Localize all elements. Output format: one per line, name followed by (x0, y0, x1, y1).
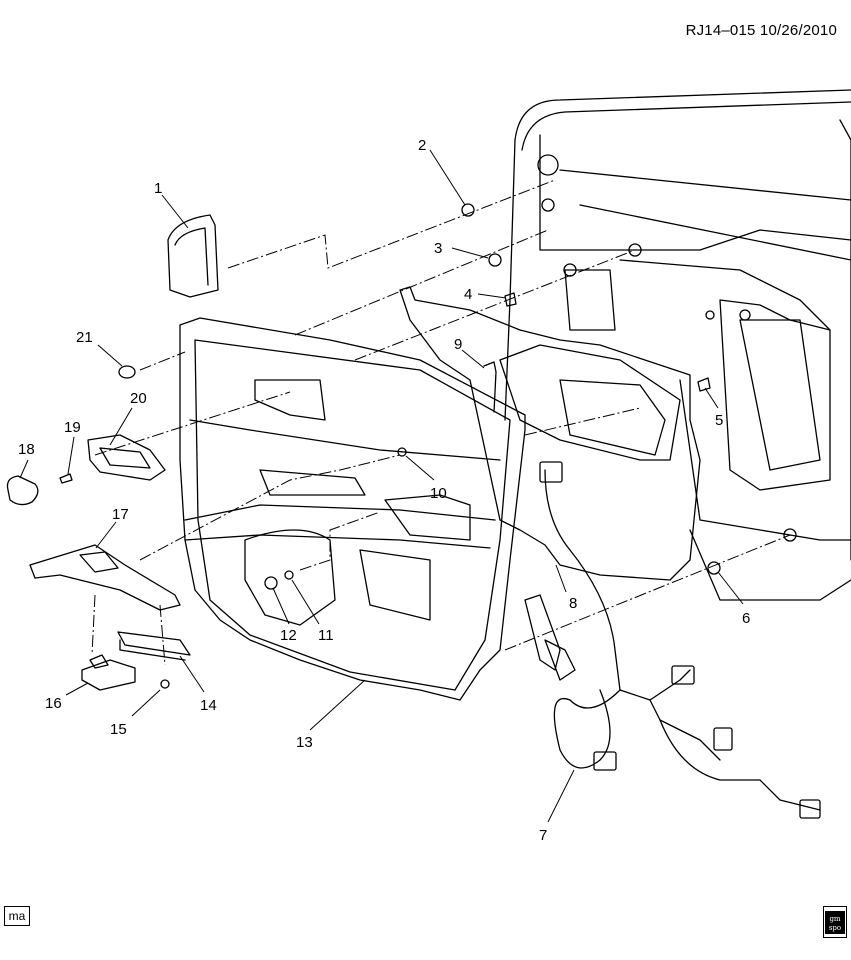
callout-14: 14 (200, 697, 217, 714)
callout-4: 4 (464, 286, 472, 303)
callout-5: 5 (715, 412, 723, 429)
ma-label: ma (4, 906, 30, 926)
callout-2: 2 (418, 137, 426, 154)
part-3-fastener (488, 253, 502, 267)
part-9-pin (483, 361, 497, 413)
callout-labels: 1 2 3 4 5 6 7 8 9 10 11 12 13 14 15 16 1… (18, 137, 750, 844)
part-12-plug (264, 576, 278, 590)
part-6-fastener (707, 561, 721, 575)
callout-6: 6 (742, 610, 750, 627)
part-18-cover (6, 475, 39, 506)
part-11-screw (284, 570, 294, 580)
callout-leader-lines (19, 149, 744, 823)
part-2-fastener (461, 203, 475, 217)
part-1-trim-cover (167, 214, 219, 298)
door-trim-panel (179, 317, 526, 701)
callout-12: 12 (280, 627, 297, 644)
part-5-clip (697, 377, 711, 392)
callout-3: 3 (434, 240, 442, 257)
part-17-switch-bezel (29, 544, 181, 611)
diagram-reference: RJ14–015 10/26/2010 (685, 22, 837, 39)
callout-8: 8 (569, 595, 577, 612)
part-10-screw (397, 447, 407, 457)
callout-21: 21 (76, 329, 93, 346)
door-frame (504, 89, 851, 601)
wiring-harness (524, 461, 821, 819)
water-deflector (399, 286, 701, 581)
callout-18: 18 (18, 441, 35, 458)
gm-spo-logo-icon: gm spo (823, 906, 847, 938)
callout-15: 15 (110, 721, 127, 738)
callout-16: 16 (45, 695, 62, 712)
callout-10: 10 (430, 485, 447, 502)
part-15-screw (160, 679, 170, 689)
part-4-clip (504, 292, 517, 307)
logo-gm-text: gm (829, 915, 840, 923)
part-20-handle (87, 434, 166, 481)
callout-13: 13 (296, 734, 313, 751)
callout-20: 20 (130, 390, 147, 407)
logo-spo-text: spo (829, 924, 841, 932)
part-21-plug (118, 365, 136, 379)
part-14-bracket (117, 631, 191, 661)
callout-7: 7 (539, 827, 547, 844)
callout-11: 11 (318, 627, 334, 644)
callout-9: 9 (454, 336, 462, 353)
assembly-guide-lines (91, 179, 791, 666)
callout-17: 17 (112, 506, 129, 523)
part-16-switch (81, 654, 136, 691)
part-19-screw (59, 473, 73, 484)
callout-1: 1 (154, 180, 162, 197)
callout-19: 19 (64, 419, 81, 436)
